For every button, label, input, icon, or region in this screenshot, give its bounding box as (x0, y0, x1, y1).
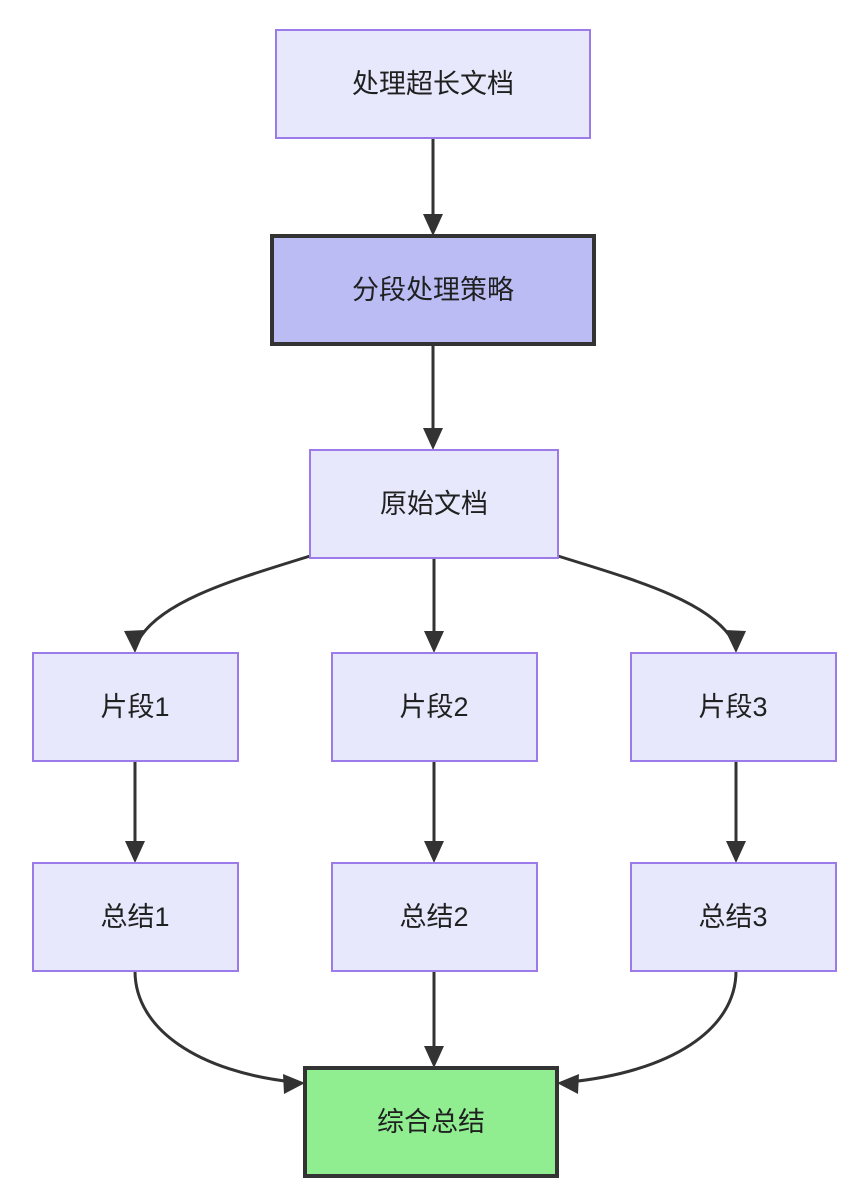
node-source-document[interactable]: 原始文档 (309, 449, 559, 559)
node-shape[interactable] (32, 862, 239, 972)
node-shape[interactable] (331, 652, 538, 762)
node-shape[interactable] (309, 449, 559, 559)
edge-summary1-to-final (133, 970, 305, 1094)
edge-source-to-chunk1 (124, 554, 311, 653)
edge-chunk3-to-summary3 (726, 761, 746, 863)
edge-process-to-strategy (423, 138, 443, 236)
edge-chunk1-to-summary1 (125, 761, 145, 863)
node-shape[interactable] (275, 29, 591, 139)
node-process-long-document[interactable]: 处理超长文档 (275, 29, 591, 139)
node-shape[interactable] (630, 652, 837, 762)
edge-layer (124, 138, 746, 1094)
node-shape[interactable] (331, 862, 538, 972)
edge-summary3-to-final (557, 970, 738, 1094)
node-summary-1[interactable]: 总结1 (32, 862, 239, 972)
node-chunk-1[interactable]: 片段1 (32, 652, 239, 762)
node-chunk-3[interactable]: 片段3 (630, 652, 837, 762)
edge-chunk2-to-summary2 (424, 761, 444, 863)
edge-source-to-chunk3 (557, 554, 746, 653)
node-shape[interactable] (270, 234, 596, 346)
node-layer: 处理超长文档 分段处理策略 原始文档 片段1 片段2 片段3 总结1 (32, 29, 837, 1178)
node-shape[interactable] (32, 652, 239, 762)
node-shape[interactable] (303, 1066, 559, 1178)
node-chunking-strategy[interactable]: 分段处理策略 (270, 234, 596, 346)
edge-source-to-chunk2 (424, 558, 444, 653)
edge-summary2-to-final (424, 971, 444, 1068)
node-final-summary[interactable]: 综合总结 (303, 1066, 559, 1178)
edge-strategy-to-source (423, 344, 443, 450)
node-shape[interactable] (630, 862, 837, 972)
node-summary-2[interactable]: 总结2 (331, 862, 538, 972)
node-chunk-2[interactable]: 片段2 (331, 652, 538, 762)
node-summary-3[interactable]: 总结3 (630, 862, 837, 972)
